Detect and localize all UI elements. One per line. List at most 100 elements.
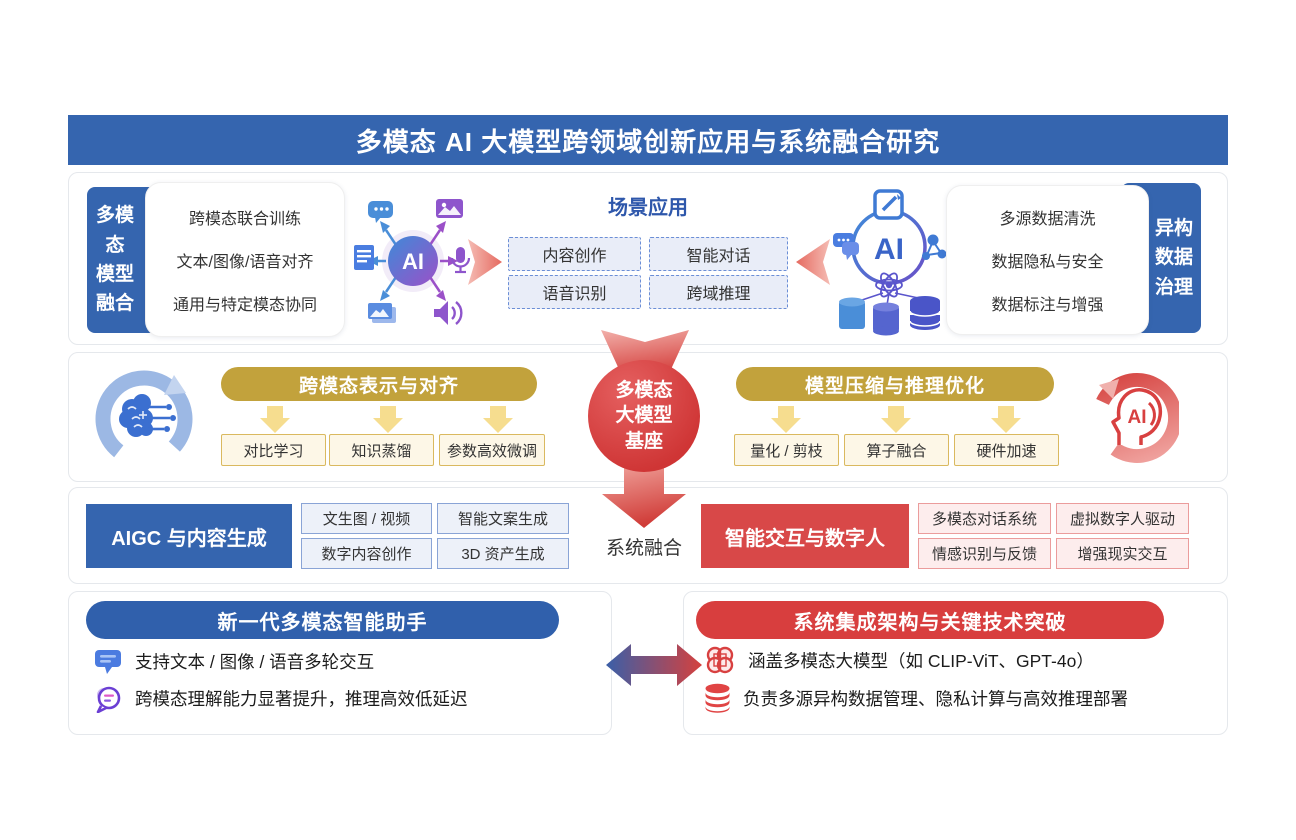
bullet-text: 支持文本 / 图像 / 语音多轮交互 — [135, 651, 375, 672]
interaction-item-virtual-human: 虚拟数字人驱动 — [1056, 503, 1189, 534]
image-icon — [436, 199, 463, 218]
tab-line: 融合 — [95, 293, 134, 315]
architecture-title-pill: 系统集成架构与关键技术突破 — [696, 601, 1164, 639]
banner-label: 跨模态表示与对齐 — [298, 375, 459, 397]
ai-label: AI — [874, 233, 904, 266]
aigc-item-label: 文生图 / 视频 — [322, 511, 411, 528]
interaction-item-ar-interaction: 增强现实交互 — [1056, 538, 1189, 569]
arrow-right-icon — [468, 239, 502, 285]
atom-icon — [875, 272, 903, 298]
technique-hardware-acceleration: 硬件加速 — [954, 434, 1059, 466]
section-assistant: 新一代多模态智能助手 支持文本 / 图像 / 语音多轮交互 跨模态理解能力显著提… — [68, 591, 612, 735]
banner-label: 模型压缩与推理优化 — [804, 375, 985, 397]
architecture-bullet-1: 涵盖多模态大模型（如 CLIP-ViT、GPT-4o） — [704, 644, 1094, 676]
scene-applications-title: 场景应用 — [608, 197, 688, 219]
scene-item-label: 语音识别 — [542, 286, 607, 303]
interaction-item-label: 增强现实交互 — [1077, 546, 1168, 563]
aigc-item-text-to-image-video: 文生图 / 视频 — [301, 503, 432, 534]
circle-line: 多模态 — [615, 379, 673, 401]
bullet-text: 跨模态理解能力显著提升，推理高效低延迟 — [135, 688, 468, 709]
section-system-architecture: 系统集成架构与关键技术突破 涵盖多模态大模型（如 CLIP-ViT、GPT-4o… — [683, 591, 1228, 735]
banner-cross-modal-alignment: 跨模态表示与对齐 — [221, 367, 537, 401]
yellow-arrow-down-icon — [373, 406, 403, 433]
system-fusion-label: 系统融合 — [605, 538, 682, 559]
yellow-arrow-down-icon — [991, 406, 1021, 433]
fusion-point: 跨模态联合训练 — [188, 210, 301, 228]
technique-label: 参数高效微调 — [446, 442, 537, 460]
technique-label: 算子融合 — [866, 442, 927, 460]
tab-line: 多模 — [95, 205, 134, 227]
tab-line: 态 — [105, 234, 125, 256]
pill-label: 新一代多模态智能助手 — [217, 611, 428, 634]
ai-head-icon: AI — [1092, 373, 1179, 463]
aigc-item-digital-content: 数字内容创作 — [301, 538, 432, 569]
pencil-icon — [873, 189, 904, 220]
banner-model-compression: 模型压缩与推理优化 — [736, 367, 1054, 401]
scene-item-label: 内容创作 — [542, 248, 607, 265]
yellow-arrow-down-icon — [483, 406, 513, 433]
database-icon — [839, 296, 941, 336]
technique-operator-fusion: 算子融合 — [844, 434, 949, 466]
aigc-item-label: 3D 资产生成 — [461, 546, 545, 563]
ai-label: AI — [402, 249, 424, 274]
tab-line: 异构 — [1154, 217, 1193, 239]
interaction-item-emotion-recognition: 情感识别与反馈 — [918, 538, 1051, 569]
technique-label: 量化 / 剪枝 — [750, 442, 823, 460]
header-label: 智能交互与数字人 — [725, 527, 885, 550]
aigc-item-3d-assets: 3D 资产生成 — [437, 538, 569, 569]
section-multimodal-fusion: 多模 态 模型 融合 跨模态联合训练 文本/图像/语音对齐 通用与特定模态协同 — [68, 172, 1228, 345]
chat-icon — [833, 233, 859, 260]
scene-item-speech-recognition: 语音识别 — [508, 275, 641, 309]
interaction-item-dialogue-system: 多模态对话系统 — [918, 503, 1051, 534]
interaction-item-label: 多模态对话系统 — [931, 511, 1037, 528]
scene-item-intelligent-dialogue: 智能对话 — [649, 237, 788, 271]
circle-line: 大模型 — [615, 405, 673, 427]
card-data-governance-points: 多源数据清洗 数据隐私与安全 数据标注与增强 — [946, 185, 1149, 335]
chat-bubble-icon — [95, 649, 121, 674]
images-icon — [368, 303, 396, 323]
technique-label: 知识蒸馏 — [351, 442, 412, 460]
chat-icon — [368, 201, 393, 223]
core-model-base-circle: 多模态 大模型 基座 — [588, 360, 700, 472]
page-title: 多模态 AI 大模型跨领域创新应用与系统融合研究 — [68, 115, 1228, 165]
bullet-text: 负责多源异构数据管理、隐私计算与高效推理部署 — [743, 688, 1128, 709]
brain-icon — [706, 646, 734, 674]
technique-contrastive-learning: 对比学习 — [221, 434, 326, 466]
circle-line: 基座 — [624, 430, 663, 452]
technique-peft: 参数高效微调 — [439, 434, 545, 466]
architecture-bullet-2: 负责多源异构数据管理、隐私计算与高效推理部署 — [704, 682, 1128, 714]
scene-item-cross-domain-reasoning: 跨域推理 — [649, 275, 788, 309]
aigc-item-label: 智能文案生成 — [457, 511, 548, 528]
yellow-arrow-down-icon — [771, 406, 801, 433]
brain-blob — [119, 394, 153, 437]
interaction-item-label: 虚拟数字人驱动 — [1069, 511, 1175, 528]
bullet-text: 涵盖多模态大模型（如 CLIP-ViT、GPT-4o） — [748, 650, 1094, 671]
scene-item-label: 智能对话 — [686, 248, 751, 265]
tab-line: 模型 — [95, 264, 134, 285]
technique-quantization-pruning: 量化 / 剪枝 — [734, 434, 839, 466]
database-icon — [705, 683, 730, 713]
card-fusion-points: 跨模态联合训练 文本/图像/语音对齐 通用与特定模态协同 — [145, 182, 345, 337]
ai-data-icon: AI — [833, 189, 947, 336]
governance-point: 数据隐私与安全 — [991, 254, 1104, 271]
fusion-point: 通用与特定模态协同 — [172, 296, 317, 314]
tab-line: 数据 — [1154, 247, 1193, 269]
section-system-fusion: AIGC 与内容生成 文生图 / 视频 智能文案生成 数字内容创作 3D 资产生… — [68, 487, 1228, 584]
governance-point: 多源数据清洗 — [999, 211, 1096, 228]
technique-label: 对比学习 — [243, 442, 304, 460]
molecule-icon — [922, 234, 947, 260]
interaction-item-label: 情感识别与反馈 — [931, 546, 1037, 563]
header-aigc-content: AIGC 与内容生成 — [86, 504, 292, 568]
double-arrow-icon — [606, 644, 702, 686]
assistant-title-pill: 新一代多模态智能助手 — [86, 601, 559, 639]
scene-item-label: 跨域推理 — [686, 286, 751, 303]
tab-line: 治理 — [1154, 276, 1193, 298]
brain-circuit-icon — [95, 370, 193, 468]
scene-item-content-creation: 内容创作 — [508, 237, 641, 271]
microphone-icon — [450, 247, 471, 274]
document-icon — [354, 245, 374, 270]
fusion-point: 文本/图像/语音对齐 — [176, 253, 314, 271]
technique-knowledge-distillation: 知识蒸馏 — [329, 434, 434, 466]
red-arrow-down-icon — [602, 468, 686, 528]
